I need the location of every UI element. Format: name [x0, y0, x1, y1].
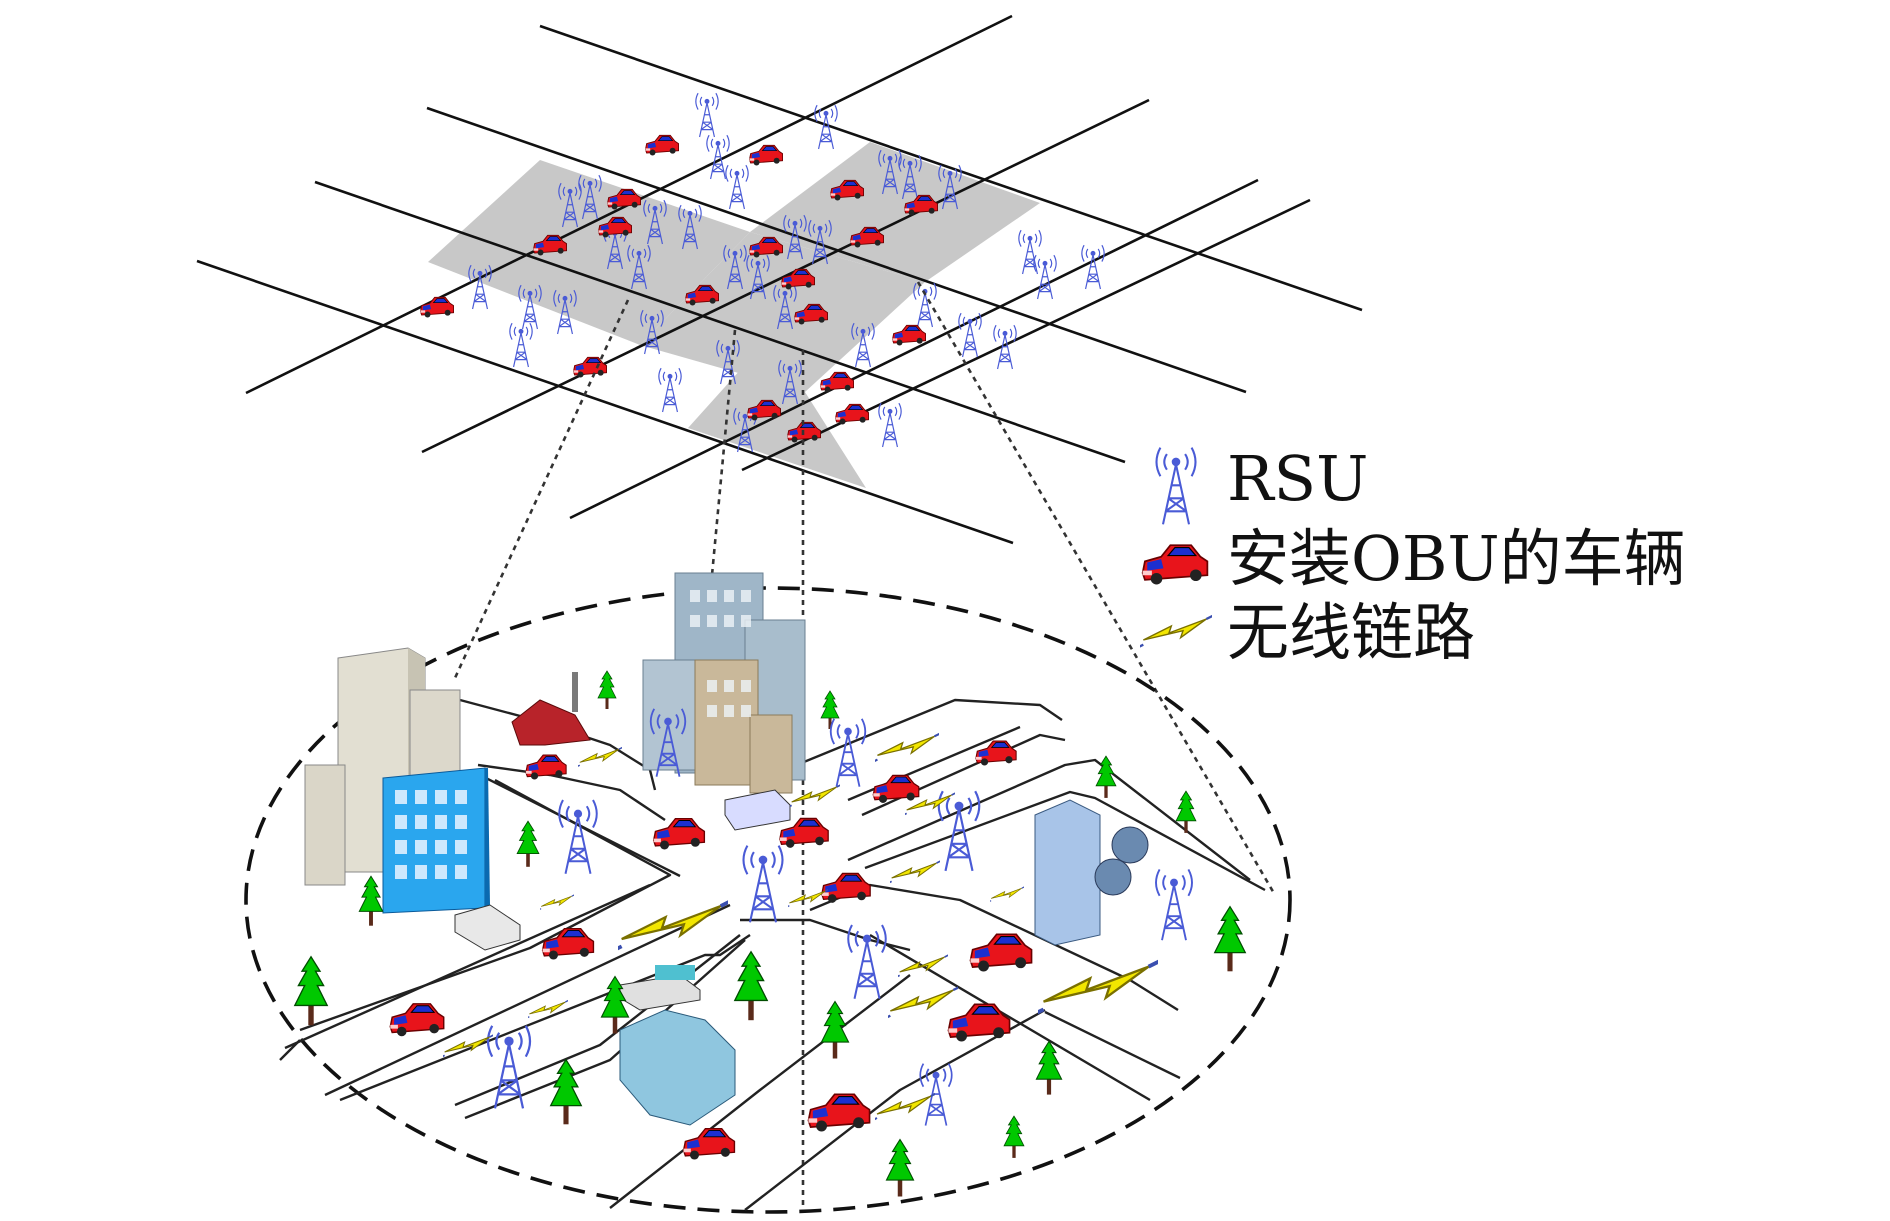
legend: RSU 安装OBU的车辆 无线链路: [1140, 442, 1686, 669]
wireless-bolt-icon: [1140, 613, 1212, 651]
rsu-icon: [695, 92, 719, 138]
rsu-icon: [919, 1062, 953, 1127]
wireless-bolt-icon: [890, 858, 940, 886]
grid-map: [196, 14, 1363, 545]
legend-rsu-label: RSU: [1227, 442, 1368, 515]
highlighted-cell: [750, 142, 1040, 282]
rsu-icon: [937, 790, 981, 872]
car-icon: [749, 144, 783, 166]
car-icon: [975, 740, 1017, 767]
car-icon: [807, 1093, 871, 1133]
car-icon: [947, 1003, 1011, 1043]
car-icon: [645, 134, 679, 156]
tree-icon: [734, 951, 768, 1021]
legend-link-label: 无线链路: [1227, 596, 1475, 669]
building-cluster-bottom: [454, 904, 736, 1126]
car-icon: [820, 371, 854, 393]
rsu-icon: [829, 717, 867, 788]
wireless-bolt-icon: [618, 896, 728, 956]
roads: [279, 698, 1266, 1211]
grid-lines: [196, 14, 1363, 545]
tree-icon: [1035, 1040, 1063, 1096]
car-icon: [420, 296, 454, 318]
tree-icon: [820, 1000, 850, 1060]
car-icon: [835, 403, 869, 425]
tree-icon: [597, 670, 617, 710]
car-icon: [389, 1003, 445, 1038]
tree-icon: [885, 1138, 915, 1198]
building-cluster-right: [1034, 799, 1149, 946]
car-icon: [652, 818, 706, 851]
car-icon: [541, 927, 595, 961]
rsu-icon: [878, 402, 902, 448]
highlighted-cells: [428, 142, 1040, 488]
wireless-bolt-icon: [875, 731, 939, 765]
rsu-icon: [1033, 254, 1057, 300]
building-cluster-left: [304, 647, 490, 914]
rsu-icon: [509, 322, 533, 368]
tree-icon: [1003, 1115, 1025, 1159]
car-icon: [682, 1127, 736, 1161]
wireless-bolt-icon: [528, 998, 568, 1021]
car-icon: [573, 356, 607, 378]
coverage-area: [244, 586, 1292, 1214]
rsu-icon: [658, 367, 682, 413]
city-scene: [244, 572, 1292, 1214]
car-icon: [892, 324, 926, 346]
tree-icon: [358, 875, 384, 927]
highlighted-cell: [640, 232, 925, 392]
wireless-bolt-icon: [990, 885, 1024, 904]
tree-icon: [550, 1059, 582, 1125]
wireless-bolt-icon: [888, 984, 958, 1022]
rsu-icon: [1155, 868, 1193, 942]
red-car-icon: [1141, 544, 1209, 586]
rsu-icon: [993, 324, 1017, 370]
rsu-icon: [847, 923, 887, 1000]
building-cluster-center: [511, 572, 806, 831]
rsu-icon: [725, 164, 749, 210]
tree-icon: [516, 820, 540, 868]
car-icon: [821, 872, 871, 904]
tree-icon: [1214, 906, 1246, 972]
wireless-bolt-icon: [790, 782, 840, 810]
wireless-bolt-icon: [578, 745, 622, 769]
rsu-icon: [1018, 229, 1042, 275]
tree-icon: [294, 956, 328, 1026]
highlighted-cell: [428, 160, 750, 345]
highlighted-cell: [688, 368, 866, 488]
rsu-tower-icon: [1155, 446, 1197, 526]
rsu-icon: [558, 798, 598, 875]
tree-icon: [1175, 790, 1197, 834]
tree-icon: [820, 690, 840, 730]
wireless-bolt-icon: [540, 893, 574, 912]
legend-vehicle-label: 安装OBU的车辆: [1227, 522, 1686, 595]
rsu-icon: [1081, 244, 1105, 290]
rsu-icon: [958, 312, 982, 358]
rsu-icon: [742, 844, 784, 924]
car-icon: [525, 754, 567, 781]
wireless-bolt-icon: [898, 952, 948, 980]
rsu-icon: [913, 282, 937, 328]
car-icon: [969, 933, 1033, 973]
